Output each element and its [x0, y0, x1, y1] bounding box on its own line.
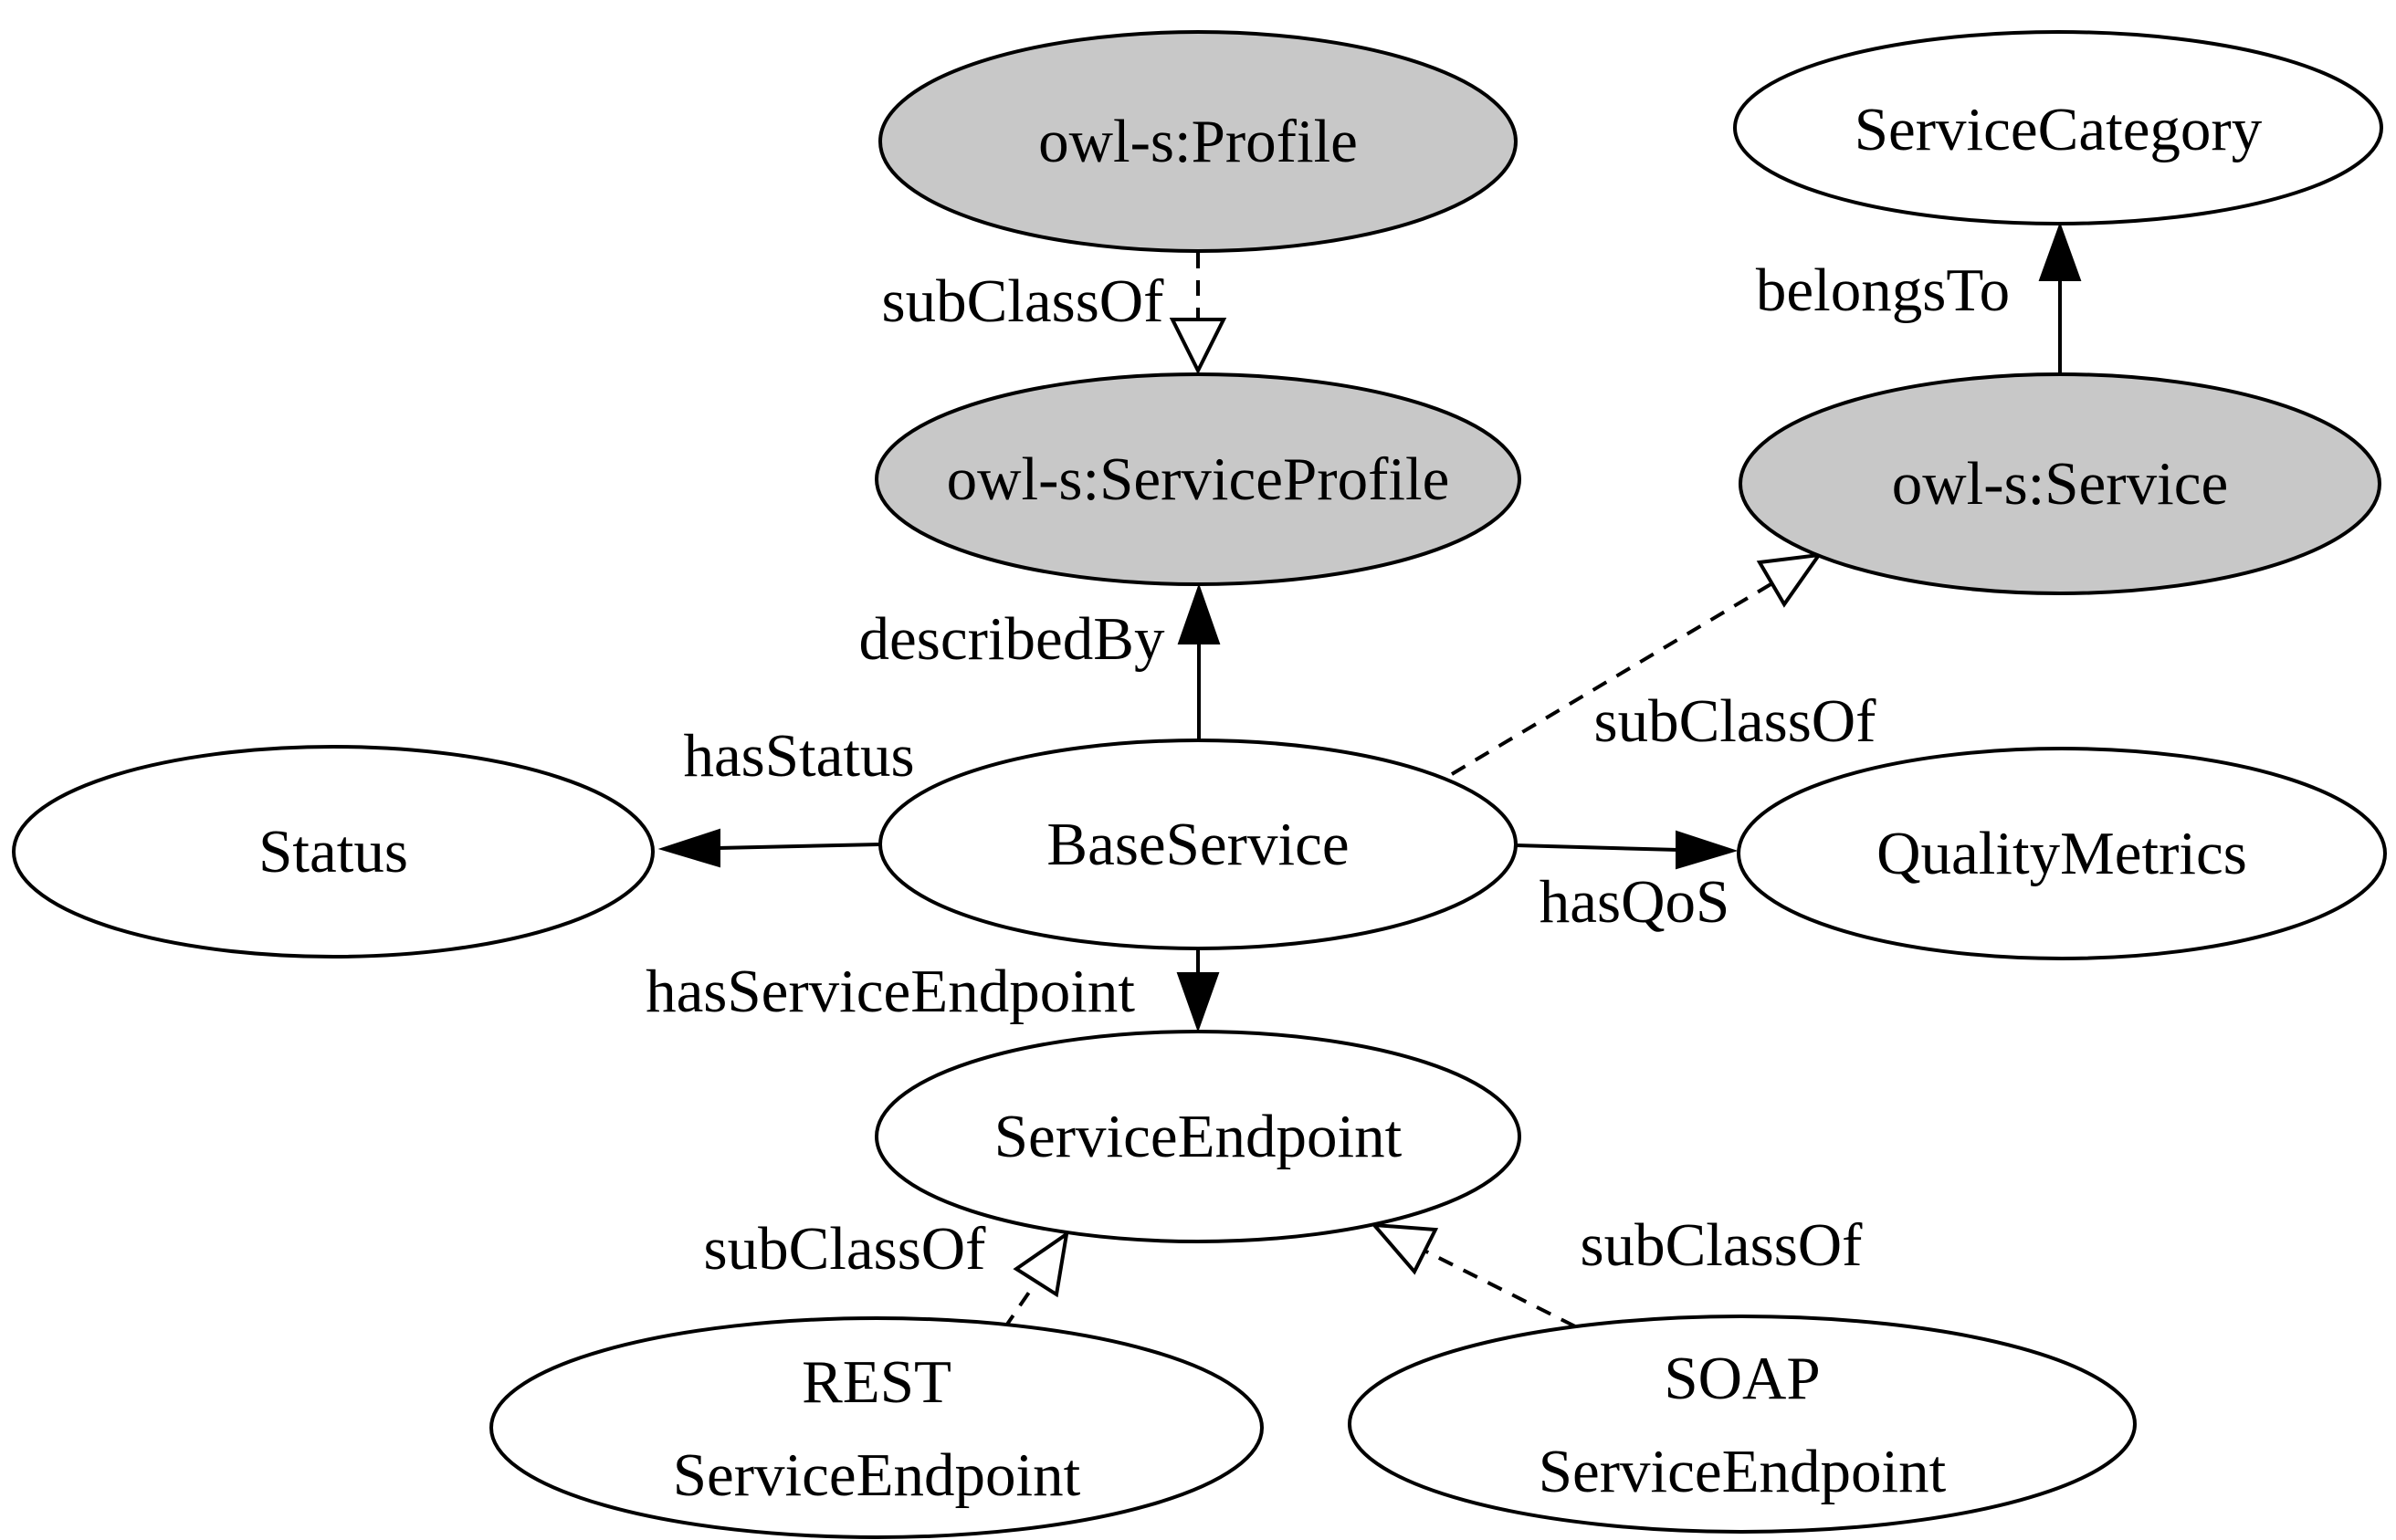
edge-describedby-baseservice-serviceprofile: describedBy — [859, 582, 1221, 739]
node-label: owl-s:Service — [1892, 450, 2228, 518]
edge-subclassof-rest-serviceendpoint: subClassOf — [704, 1215, 1069, 1330]
edge-label: subClassOf — [704, 1215, 987, 1283]
node-ellipse — [875, 1030, 1521, 1243]
edge-subclassof-baseservice-service: subClassOf — [1450, 552, 1877, 776]
hollow-arrowhead — [1756, 552, 1823, 608]
node-ellipse — [875, 372, 1521, 586]
node-ellipse — [878, 30, 1518, 253]
node-label: BaseService — [1046, 811, 1349, 878]
node-soap-service-endpoint: SOAP ServiceEndpoint — [1348, 1315, 2137, 1534]
edge-label: hasQoS — [1540, 868, 1729, 936]
node-label-line2: ServiceEndpoint — [1539, 1438, 1947, 1505]
node-label: owl-s:Profile — [1038, 108, 1358, 175]
filled-arrowhead — [1177, 582, 1221, 644]
filled-arrowhead — [1676, 830, 1739, 870]
node-owl-s-profile: owl-s:Profile — [878, 30, 1518, 253]
filled-arrowhead — [657, 828, 720, 868]
node-ellipse — [1733, 30, 2383, 225]
node-label: ServiceCategory — [1855, 96, 2263, 163]
node-ellipse — [489, 1316, 1264, 1539]
node-owl-s-service-profile: owl-s:ServiceProfile — [875, 372, 1521, 586]
edge-label: subClassOf — [1594, 687, 1877, 755]
node-label: Status — [258, 818, 408, 885]
edge-subclassof-profile-serviceprofile: subClassOf — [882, 253, 1227, 375]
edge-hasserviceendpoint-baseservice-serviceendpoint: hasServiceEndpoint — [646, 948, 1220, 1032]
hollow-arrowhead — [1370, 1222, 1439, 1275]
node-quality-metrics: QualityMetrics — [1737, 747, 2387, 960]
edge-label: belongsTo — [1756, 257, 2010, 324]
node-label: owl-s:ServiceProfile — [947, 445, 1450, 513]
edge-label: hasStatus — [683, 722, 914, 790]
edge-label: subClassOf — [882, 267, 1165, 335]
hollow-arrowhead — [1169, 318, 1227, 375]
node-label: ServiceEndpoint — [994, 1103, 1403, 1170]
edge-belongsto-service-servicecategory: belongsTo — [1756, 222, 2082, 377]
hollow-arrowhead — [1013, 1230, 1069, 1298]
node-owl-s-service: owl-s:Service — [1739, 372, 2381, 595]
node-base-service: BaseService — [878, 739, 1518, 950]
node-label-line1: SOAP — [1664, 1345, 1820, 1412]
node-label-line1: REST — [802, 1348, 951, 1416]
edge-dashed-line — [1003, 1280, 1038, 1330]
node-ellipse — [1739, 372, 2381, 595]
node-status: Status — [12, 745, 655, 959]
node-ellipse — [12, 745, 655, 959]
node-label: QualityMetrics — [1876, 820, 2247, 887]
edge-subclassof-soap-serviceendpoint: subClassOf — [1370, 1211, 1864, 1328]
node-rest-service-endpoint: REST ServiceEndpoint — [489, 1316, 1264, 1539]
edge-hasqos-baseservice-qualitymetrics: hasQoS — [1515, 830, 1739, 936]
node-service-endpoint: ServiceEndpoint — [875, 1030, 1521, 1243]
edge-hasstatus-baseservice-status: hasStatus — [657, 722, 915, 868]
node-service-category: ServiceCategory — [1733, 30, 2383, 225]
edge-label: hasServiceEndpoint — [646, 958, 1135, 1025]
node-ellipse — [1348, 1315, 2137, 1534]
edge-dashed-line — [1424, 1249, 1576, 1328]
edge-solid-line — [717, 843, 880, 850]
node-label-line2: ServiceEndpoint — [673, 1441, 1081, 1509]
node-ellipse — [1737, 747, 2387, 960]
node-ellipse — [878, 739, 1518, 950]
edge-label: subClassOf — [1581, 1211, 1864, 1279]
filled-arrowhead — [2038, 222, 2082, 281]
edge-label: describedBy — [859, 605, 1165, 673]
filled-arrowhead — [1176, 972, 1220, 1032]
edge-solid-line — [1515, 843, 1679, 852]
edge-dashed-line — [1450, 581, 1774, 776]
